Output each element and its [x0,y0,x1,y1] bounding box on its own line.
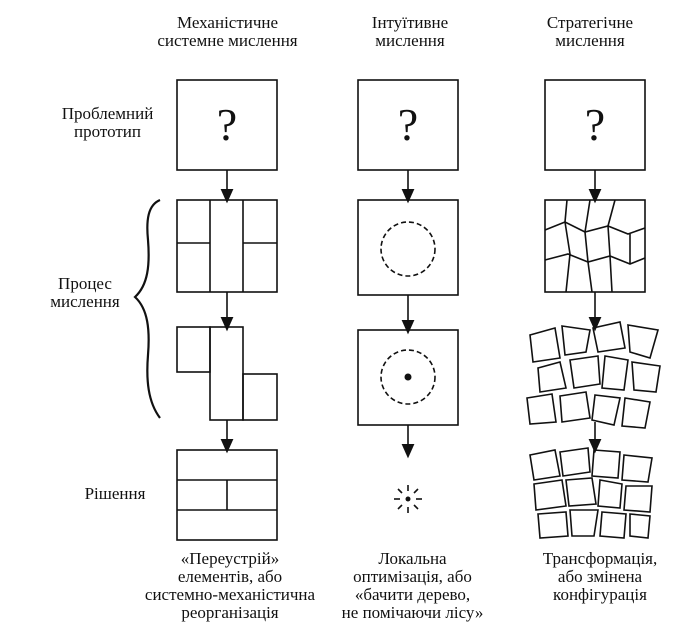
strategic-problem-box [544,79,646,171]
intuitive-dashed-circle-point [380,349,436,405]
intuitive-focus-dot [404,373,412,381]
mechanistic-rearranged-pieces [176,326,278,421]
strategic-scattered-pieces [526,321,661,429]
mechanistic-solution-box [176,449,278,541]
question-mark-mechanistic: ? [216,99,238,150]
caption-mechanistic: «Переустрій» елементів, або системно-мех… [144,549,316,622]
strategic-cracked-box [544,199,646,293]
question-mark-strategic: ? [584,99,606,150]
mechanistic-grid-box [176,199,278,293]
caption-intuitive: Локальна оптимізація, або «бачити дерево… [341,549,484,622]
intuitive-solution-dot [405,496,411,502]
column-title-intuitive: Інтуїтивне мислення [371,13,449,50]
row-label-solution: Рішення [84,484,146,503]
intuitive-focus-box [357,199,459,296]
column-title-mechanistic: Механістичне системне мислення [157,13,298,50]
intuitive-dashed-circle [380,221,436,277]
row-label-thinking-process: Процес мислення [50,274,120,311]
intuitive-problem-box [357,79,459,171]
row-label-problem-prototype: Проблемний прототип [61,104,154,141]
caption-strategic: Трансформація, або змінена конфігурація [542,549,658,604]
intuitive-solution-point [394,485,422,513]
question-mark-intuitive: ? [397,99,419,150]
column-title-strategic: Стратегічне мислення [546,13,634,50]
strategic-solution-pieces [529,447,653,539]
process-curly-brace [133,198,161,419]
mechanistic-problem-box [176,79,278,171]
